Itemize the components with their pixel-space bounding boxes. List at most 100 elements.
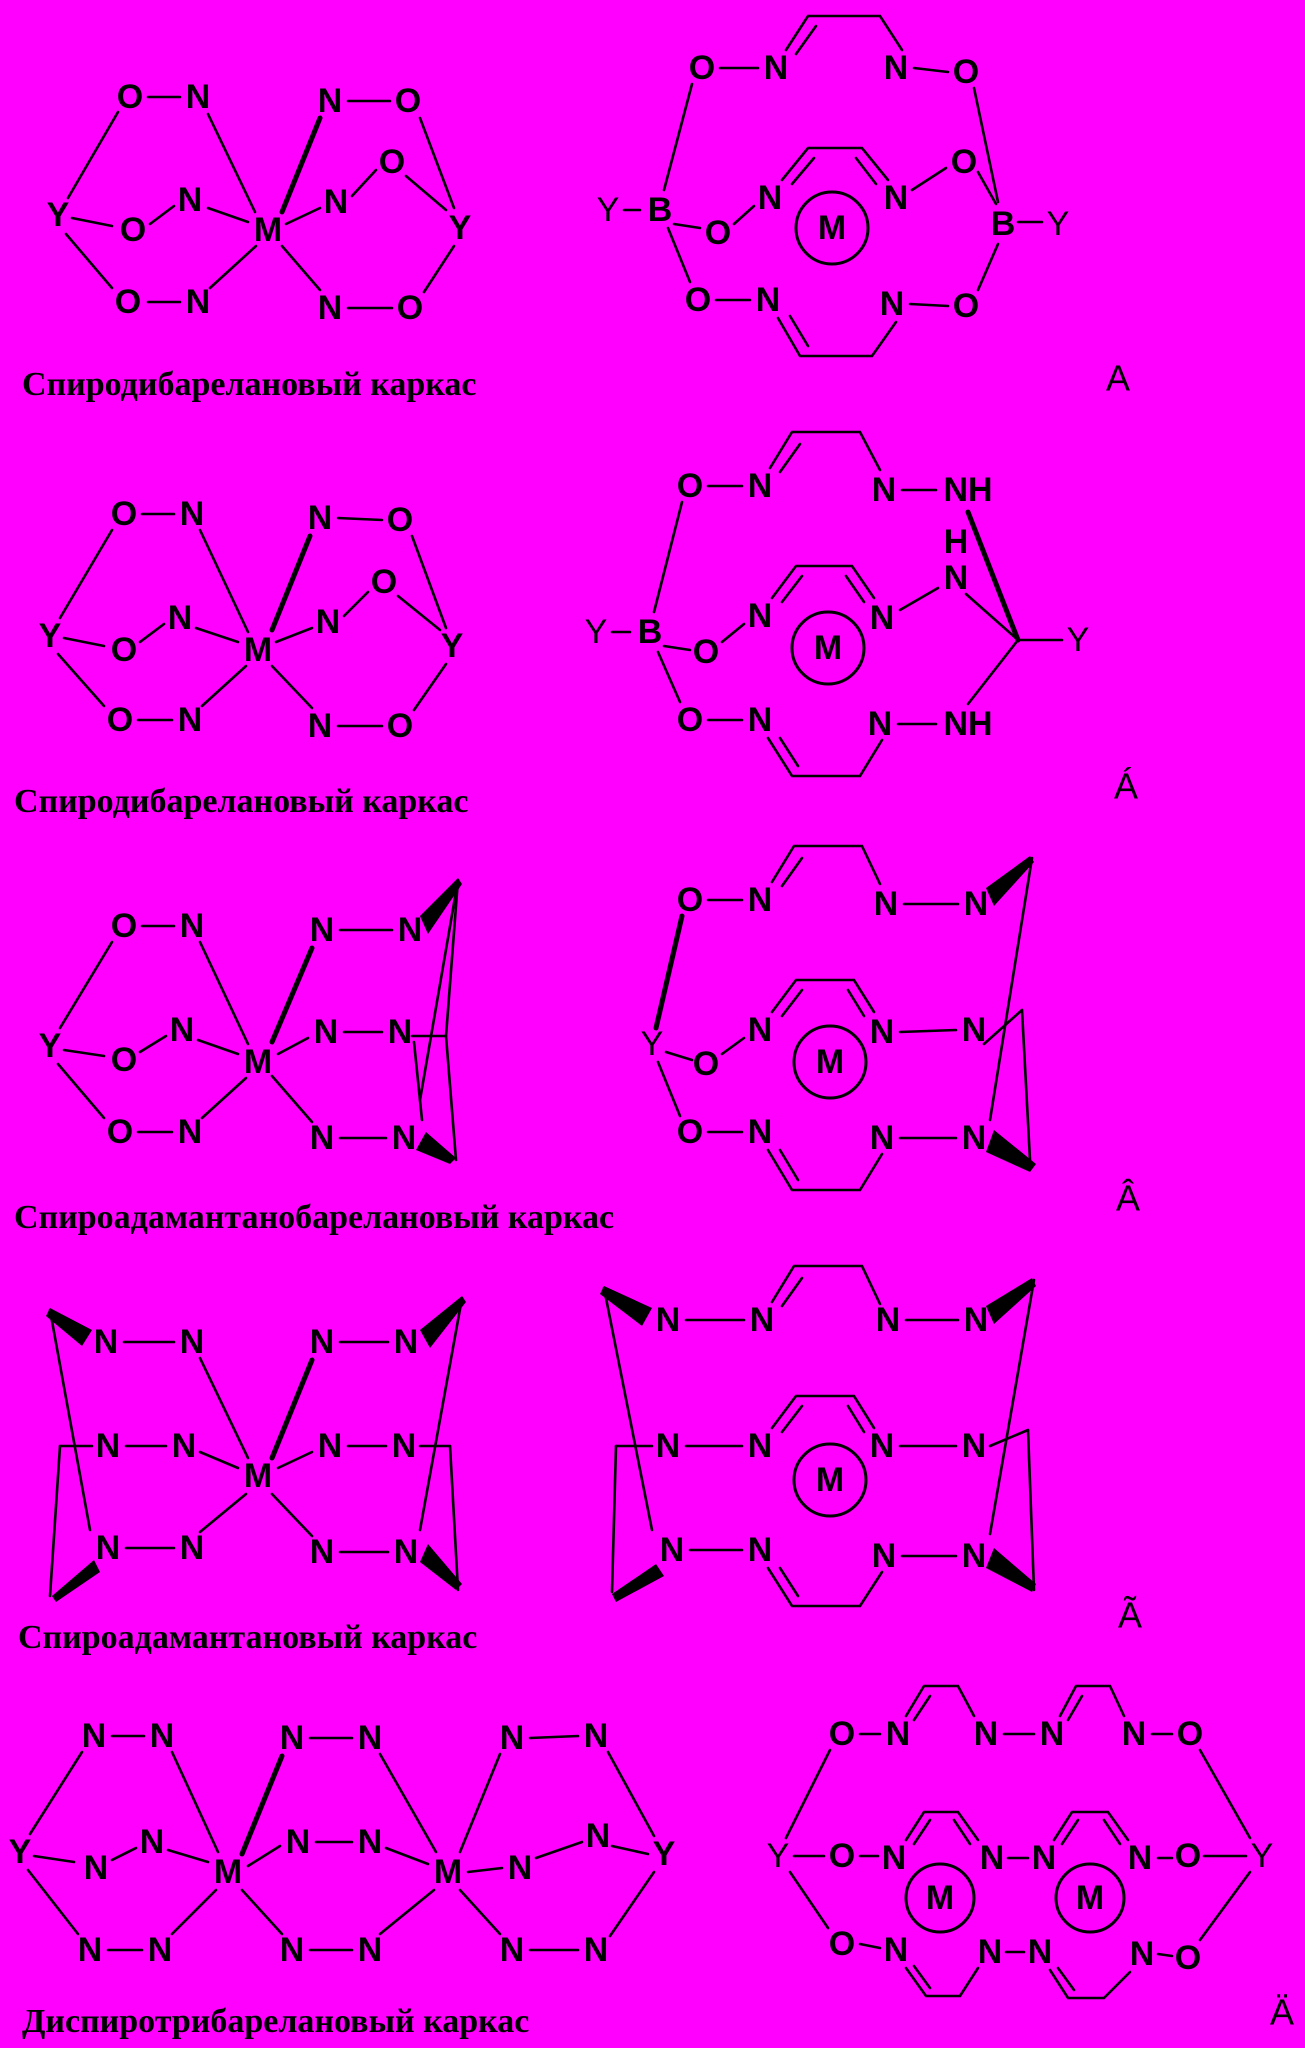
atom-label: H bbox=[944, 523, 969, 561]
ring-circle bbox=[1054, 1862, 1126, 1934]
atom-label: N bbox=[500, 1719, 525, 1757]
bond-line bbox=[200, 664, 248, 708]
bond-line bbox=[912, 1818, 932, 1846]
bond-line bbox=[770, 844, 882, 886]
bond-line bbox=[912, 66, 950, 74]
atom-label: N bbox=[870, 1013, 895, 1051]
atom-label: M bbox=[1076, 1879, 1104, 1917]
bond-line bbox=[528, 1734, 580, 1740]
atom-label: N bbox=[884, 179, 909, 217]
wedge-bond bbox=[986, 1278, 1036, 1324]
atom-label: N bbox=[868, 705, 893, 743]
atom-label: N bbox=[394, 1323, 419, 1361]
atom-label: B bbox=[991, 205, 1016, 243]
bond-line bbox=[976, 170, 998, 206]
atom-label: N bbox=[748, 1113, 773, 1151]
ring-circle bbox=[794, 190, 870, 266]
atom-label: O bbox=[689, 49, 715, 87]
atom-label: N bbox=[168, 599, 193, 637]
atom-label: N bbox=[884, 1931, 909, 1969]
bond-line bbox=[662, 644, 692, 652]
atom-label: N bbox=[584, 1717, 609, 1755]
bond-line bbox=[653, 913, 685, 1031]
atom-label: N bbox=[876, 1301, 901, 1339]
bond-line bbox=[1198, 1870, 1252, 1942]
bond-line bbox=[58, 528, 114, 620]
atom-label: O bbox=[397, 289, 423, 327]
bond-line bbox=[770, 1394, 876, 1430]
atom-label: N bbox=[964, 1301, 989, 1339]
atom-label: O bbox=[387, 707, 413, 745]
caption-row-1: Спиродибарелановый каркас bbox=[22, 366, 476, 403]
atom-label: N bbox=[314, 1013, 339, 1051]
atom-label: O bbox=[953, 287, 979, 325]
atom-label: N bbox=[358, 1931, 383, 1969]
bond-line bbox=[780, 146, 890, 182]
tag-row-4: Ã bbox=[1118, 1595, 1142, 1636]
atom-label: M bbox=[244, 1043, 272, 1081]
atom-label: O bbox=[117, 78, 143, 116]
bond-line bbox=[912, 1694, 932, 1722]
bond-line bbox=[1048, 1968, 1132, 2000]
atom-label: N bbox=[750, 1301, 775, 1339]
atom-label: O bbox=[371, 563, 397, 601]
bond-line bbox=[602, 1286, 654, 1532]
bond-line bbox=[766, 1148, 884, 1192]
tag-row-3: Â bbox=[1116, 1178, 1140, 1219]
atom-label: N bbox=[318, 1427, 343, 1465]
atom-label: N bbox=[748, 881, 773, 919]
atom-label: N bbox=[172, 1427, 197, 1465]
atom-label: N bbox=[1040, 1715, 1065, 1753]
bond-line bbox=[656, 1060, 682, 1118]
atom-label: M bbox=[254, 211, 282, 249]
bond-line bbox=[1056, 1966, 1076, 1992]
atom-label: Y bbox=[767, 1837, 790, 1875]
atom-label: N bbox=[310, 911, 335, 949]
bond-line bbox=[780, 574, 804, 604]
bond-line bbox=[410, 534, 448, 630]
atom-label: Y bbox=[441, 627, 464, 665]
atom-label: N bbox=[96, 1529, 121, 1567]
bond-line bbox=[778, 442, 802, 474]
bond-line bbox=[198, 1450, 240, 1470]
bond-line bbox=[662, 82, 694, 192]
bond-line bbox=[780, 1404, 804, 1434]
atom-label: N bbox=[310, 1323, 335, 1361]
bond-line bbox=[62, 1048, 106, 1058]
atom-label: N bbox=[178, 701, 203, 739]
atom-label: O bbox=[107, 1113, 133, 1151]
bond-line bbox=[342, 590, 370, 618]
atom-label: N bbox=[758, 179, 783, 217]
atom-label: N bbox=[756, 281, 781, 319]
atom-label: N bbox=[748, 1531, 773, 1569]
atom-label: O bbox=[693, 1045, 719, 1083]
bond-line bbox=[784, 1748, 832, 1840]
atom-label: N bbox=[308, 707, 333, 745]
bond-line bbox=[1156, 1952, 1174, 1958]
bond-line bbox=[239, 1753, 285, 1857]
bond-line bbox=[976, 242, 1000, 292]
atom-label: N bbox=[96, 1427, 121, 1465]
bond-line bbox=[664, 1050, 694, 1062]
wedge-bond bbox=[986, 1548, 1036, 1592]
bond-line bbox=[269, 533, 313, 633]
atom-label: O bbox=[111, 1041, 137, 1079]
bond-line bbox=[770, 1264, 882, 1306]
bond-line bbox=[70, 216, 114, 228]
atom-label: N bbox=[150, 1717, 175, 1755]
tag-row-2: Á bbox=[1114, 766, 1138, 807]
bond-line bbox=[720, 622, 746, 644]
atom-label: O bbox=[705, 214, 731, 252]
atom-label: N bbox=[316, 603, 341, 641]
atom-label: N bbox=[944, 559, 969, 597]
bond-line bbox=[770, 978, 876, 1014]
atom-label: M bbox=[244, 1457, 272, 1495]
atom-label: O bbox=[677, 881, 703, 919]
atom-label: Y bbox=[641, 1025, 664, 1063]
bond-line bbox=[206, 112, 257, 214]
bond-line bbox=[418, 878, 460, 1102]
bond-line bbox=[378, 1888, 436, 1936]
bond-line bbox=[766, 1566, 884, 1608]
